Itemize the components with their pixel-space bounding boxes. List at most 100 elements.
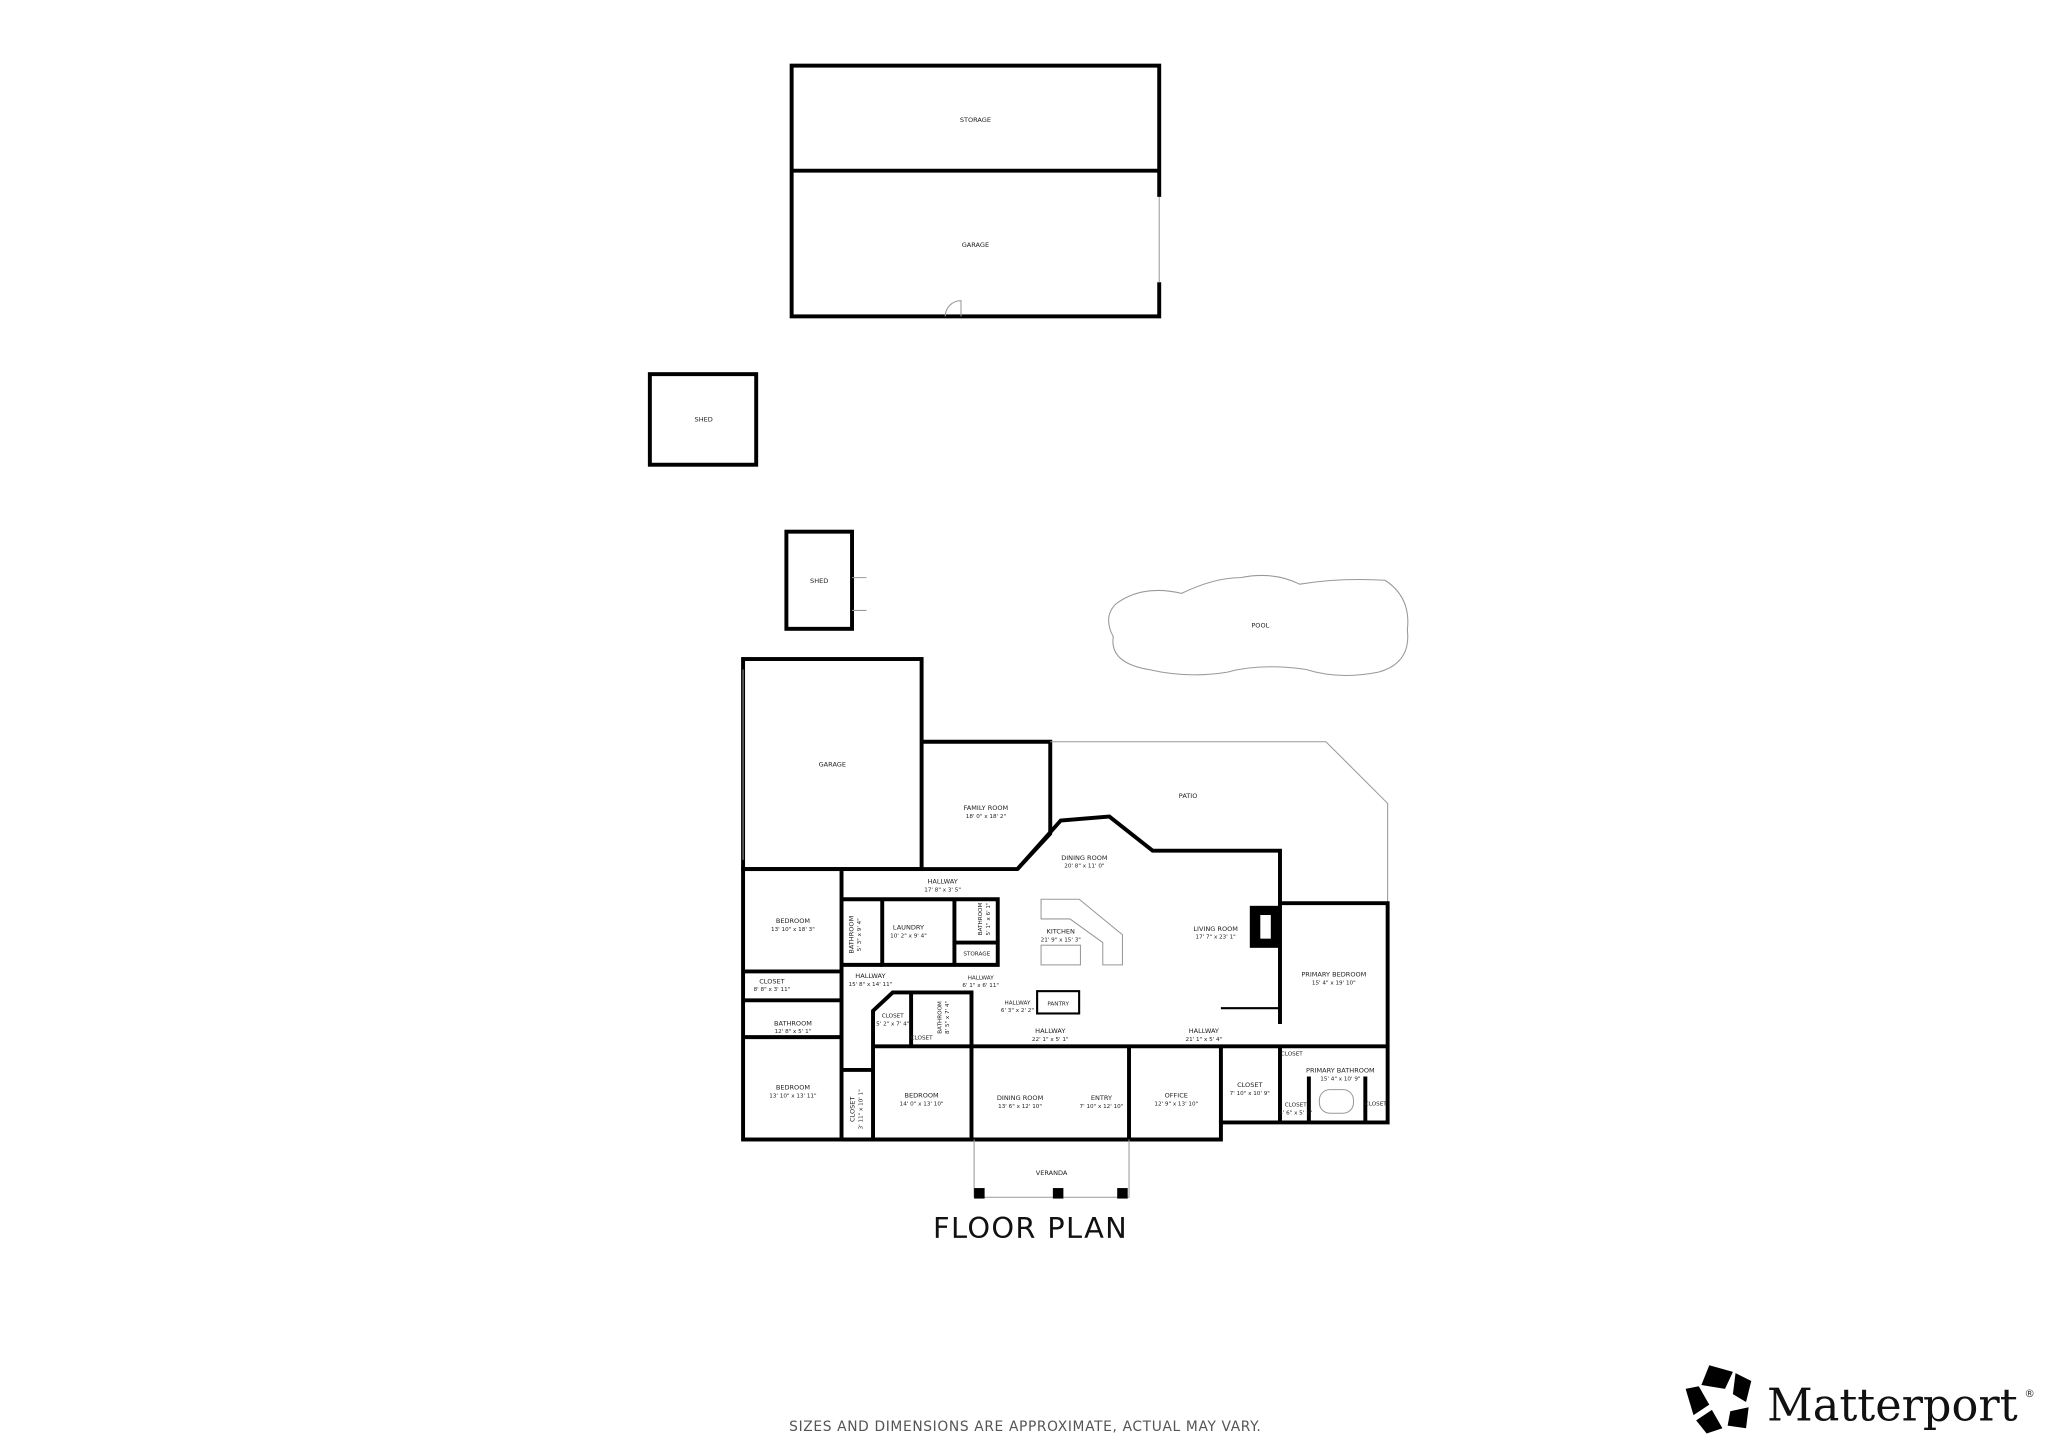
svg-text:10' 2" x 9' 4": 10' 2" x 9' 4" <box>890 933 927 939</box>
pool-outline <box>1108 574 1409 677</box>
svg-text:HALLWAY: HALLWAY <box>928 878 959 886</box>
room-label: BEDROOM 14' 0" x 13' 10" <box>900 1091 944 1107</box>
svg-text:PRIMARY BEDROOM: PRIMARY BEDROOM <box>1301 971 1366 979</box>
room-label: CLOSET <box>1365 1101 1387 1107</box>
svg-text:12' 8" x 5' 1": 12' 8" x 5' 1" <box>775 1029 812 1035</box>
room-label: GARAGE <box>962 241 989 249</box>
svg-text:FAMILY ROOM: FAMILY ROOM <box>964 804 1009 812</box>
svg-text:21' 1" x 5' 4": 21' 1" x 5' 4" <box>1186 1037 1223 1043</box>
disclaimer: SIZES AND DIMENSIONS ARE APPROXIMATE, AC… <box>789 1419 1261 1435</box>
room-label: KITCHEN 21' 9" x 15' 3" <box>1041 927 1082 943</box>
matterport-logo: Matterport ® <box>1685 1365 2035 1434</box>
room-label: STORAGE <box>963 952 990 958</box>
svg-text:CLOSET: CLOSET <box>882 1013 904 1019</box>
svg-text:3' 11" x 10' 1": 3' 11" x 10' 1" <box>859 1089 865 1130</box>
svg-text:CLOSET: CLOSET <box>759 977 785 985</box>
room-label: BEDROOM 13' 10" x 18' 3" <box>771 917 815 933</box>
room-label: POOL <box>1251 622 1269 630</box>
svg-text:BEDROOM: BEDROOM <box>776 1084 811 1092</box>
svg-text:GARAGE: GARAGE <box>962 241 989 249</box>
svg-text:22' 1" x 5' 1": 22' 1" x 5' 1" <box>1032 1037 1069 1043</box>
room-label: HALLWAY 21' 1" x 5' 4" <box>1186 1027 1223 1043</box>
svg-text:BEDROOM: BEDROOM <box>776 917 811 925</box>
room-labels: STORAGE GARAGE SHED SHED POOL GARAGE FAM… <box>695 116 1388 1177</box>
matterport-pentagon-logo-icon <box>1685 1365 1752 1434</box>
room-label: CLOSET <box>1281 1051 1303 1057</box>
svg-text:KITCHEN: KITCHEN <box>1047 927 1075 935</box>
room-label: CLOSET 4' 6" x 5' 1" <box>1279 1103 1312 1117</box>
shed-2 <box>784 529 867 631</box>
svg-text:STORAGE: STORAGE <box>963 952 990 958</box>
svg-text:4' 6" x 5' 1": 4' 6" x 5' 1" <box>1279 1111 1312 1117</box>
svg-text:LAUNDRY: LAUNDRY <box>893 923 925 931</box>
room-label: GARAGE <box>819 761 846 769</box>
svg-text:HALLWAY: HALLWAY <box>855 972 886 980</box>
svg-text:BATHROOM: BATHROOM <box>937 1001 943 1034</box>
svg-text:6' 3" x 2' 2": 6' 3" x 2' 2" <box>1001 1008 1034 1014</box>
svg-text:CLOSET: CLOSET <box>911 1036 933 1042</box>
room-label: BATHROOM 12' 8" x 5' 1" <box>774 1019 812 1035</box>
room-label: SHED <box>695 415 713 423</box>
svg-text:7' 10" x 10' 9": 7' 10" x 10' 9" <box>1230 1091 1271 1097</box>
svg-text:15' 8" x 14' 11": 15' 8" x 14' 11" <box>848 982 892 988</box>
svg-text:17' 8" x 3' 5": 17' 8" x 3' 5" <box>924 887 961 893</box>
svg-text:OFFICE: OFFICE <box>1165 1091 1188 1099</box>
room-label: CLOSET 8' 8" x 3' 11" <box>754 977 791 993</box>
svg-text:BEDROOM: BEDROOM <box>905 1091 940 1099</box>
svg-text:CLOSET: CLOSET <box>1365 1101 1387 1107</box>
svg-text:5' 1" x 6' 1": 5' 1" x 6' 1" <box>986 902 992 935</box>
shed-1 <box>647 372 759 467</box>
svg-text:SHED: SHED <box>695 415 713 423</box>
svg-text:DINING ROOM: DINING ROOM <box>997 1094 1044 1102</box>
svg-text:6' 1" x 6' 11": 6' 1" x 6' 11" <box>962 983 999 989</box>
svg-text:PATIO: PATIO <box>1179 792 1198 800</box>
brand-name: Matterport <box>1767 1379 2018 1431</box>
svg-text:5' 3" x 9' 4": 5' 3" x 9' 4" <box>857 918 863 951</box>
room-label: CLOSET 7' 10" x 10' 9" <box>1230 1081 1271 1097</box>
svg-text:13' 10" x 18' 3": 13' 10" x 18' 3" <box>771 927 815 933</box>
room-label: STORAGE <box>960 116 991 124</box>
svg-text:21' 9" x 15' 3": 21' 9" x 15' 3" <box>1041 937 1082 943</box>
room-label: VERANDA <box>1036 1169 1068 1177</box>
svg-text:CLOSET: CLOSET <box>1285 1103 1307 1109</box>
room-label: HALLWAY 15' 8" x 14' 11" <box>848 972 892 988</box>
svg-text:GARAGE: GARAGE <box>819 761 846 769</box>
registered-mark: ® <box>2024 1388 2035 1400</box>
svg-text:15' 4" x 10' 9": 15' 4" x 10' 9" <box>1320 1076 1361 1082</box>
svg-text:PRIMARY BATHROOM: PRIMARY BATHROOM <box>1306 1067 1375 1075</box>
room-label: SHED <box>810 577 828 585</box>
svg-text:CLOSET: CLOSET <box>849 1096 857 1122</box>
room-label: OFFICE 12' 9" x 13' 10" <box>1154 1091 1198 1107</box>
svg-text:LIVING ROOM: LIVING ROOM <box>1193 925 1238 933</box>
svg-text:VERANDA: VERANDA <box>1036 1169 1068 1177</box>
veranda <box>973 1139 1130 1199</box>
svg-text:BATHROOM: BATHROOM <box>774 1019 812 1027</box>
svg-text:13' 10" x 13' 11": 13' 10" x 13' 11" <box>769 1093 817 1099</box>
svg-text:CLOSET: CLOSET <box>1281 1051 1303 1057</box>
room-label: LAUNDRY 10' 2" x 9' 4" <box>890 923 927 939</box>
svg-text:8' 8" x 3' 11": 8' 8" x 3' 11" <box>754 987 791 993</box>
svg-text:HALLWAY: HALLWAY <box>1035 1027 1066 1035</box>
svg-text:14' 0" x 13' 10": 14' 0" x 13' 10" <box>900 1101 944 1107</box>
svg-text:12' 9" x 13' 10": 12' 9" x 13' 10" <box>1154 1101 1198 1107</box>
svg-text:BATHROOM: BATHROOM <box>847 915 855 953</box>
svg-text:HALLWAY: HALLWAY <box>1189 1027 1220 1035</box>
svg-text:BATHROOM: BATHROOM <box>978 903 984 936</box>
svg-text:CLOSET: CLOSET <box>1237 1081 1263 1089</box>
svg-text:13' 6" x 12' 10": 13' 6" x 12' 10" <box>998 1104 1042 1110</box>
room-label: CLOSET <box>911 1036 933 1042</box>
